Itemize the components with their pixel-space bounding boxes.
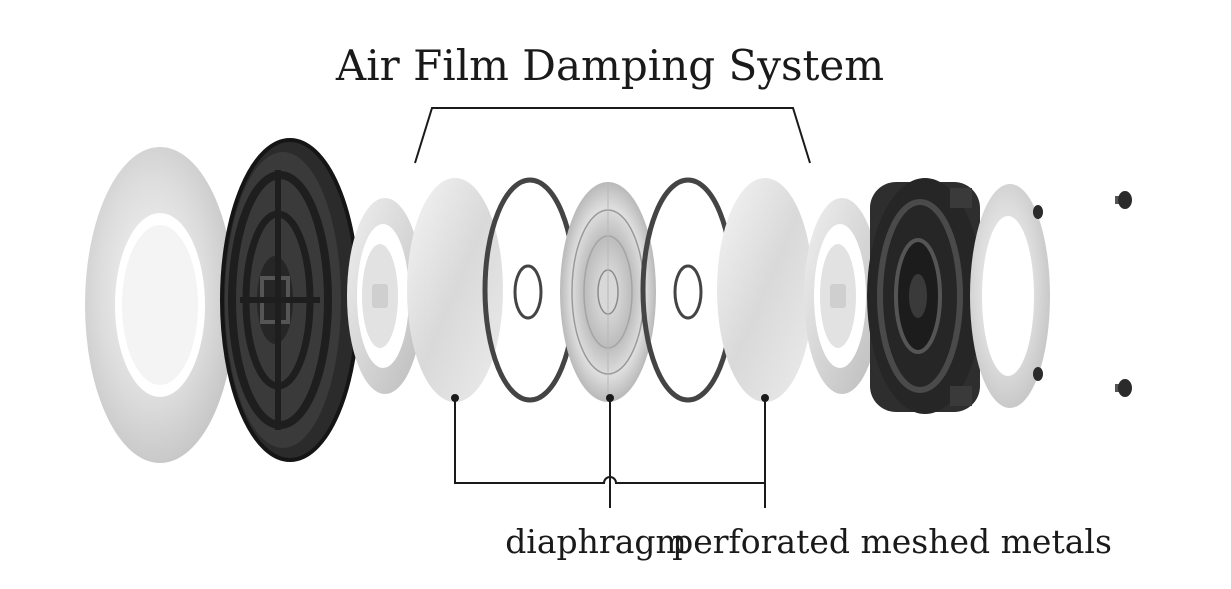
screws (1033, 191, 1132, 397)
diaphragm-disc (560, 182, 656, 402)
left-spacer-ring (347, 198, 423, 394)
screw (1115, 379, 1132, 397)
front-frame (867, 178, 983, 414)
title-bracket (414, 107, 811, 164)
perforated-metals-label: perforated meshed metals (672, 522, 1112, 561)
diaphragm-label: diaphragm (505, 522, 687, 561)
outer-cover-disc (85, 147, 235, 463)
screw (1033, 205, 1043, 219)
front-cover-disc (970, 184, 1050, 408)
right-perforated-mesh-disc (717, 178, 813, 402)
right-spacer-ring (804, 198, 880, 394)
screw (1115, 191, 1132, 209)
left-perforated-mesh-disc (407, 178, 503, 402)
screw (1033, 367, 1043, 381)
diagram-title: Air Film Damping System (335, 41, 884, 90)
rear-housing (220, 138, 360, 462)
